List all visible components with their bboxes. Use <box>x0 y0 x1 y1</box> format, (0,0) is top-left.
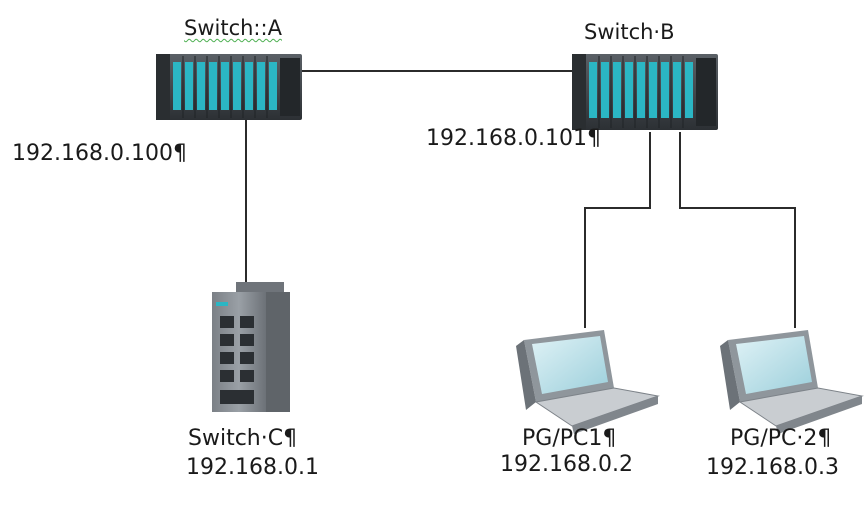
switch-b-rack-icon[interactable] <box>572 54 718 130</box>
pc2-laptop-icon[interactable] <box>720 330 864 434</box>
pc1-ip: 192.168.0.2 <box>500 452 633 477</box>
switch-b-ip: 192.168.0.101¶ <box>426 126 601 151</box>
switch-a-ip: 192.168.0.100¶ <box>12 141 187 166</box>
connections <box>245 70 796 328</box>
pc1-name: PG/PC1¶ <box>522 426 617 451</box>
pc2-ip: 192.168.0.3 <box>706 455 839 480</box>
pc1-laptop-icon[interactable] <box>516 330 660 434</box>
switch-b-name: Switch·B <box>584 20 675 44</box>
pc2-name: PG/PC·2¶ <box>730 426 832 451</box>
link-switch-b-pc1 <box>584 132 651 328</box>
switch-c-device-icon[interactable] <box>212 282 290 412</box>
switch-a-name: Switch::A <box>184 16 282 40</box>
link-switch-b-pc2 <box>679 132 796 328</box>
switch-c-ip: 192.168.0.1 <box>186 455 319 480</box>
switch-c-name: Switch·C¶ <box>188 426 298 451</box>
switch-a-rack-icon[interactable] <box>156 54 302 120</box>
